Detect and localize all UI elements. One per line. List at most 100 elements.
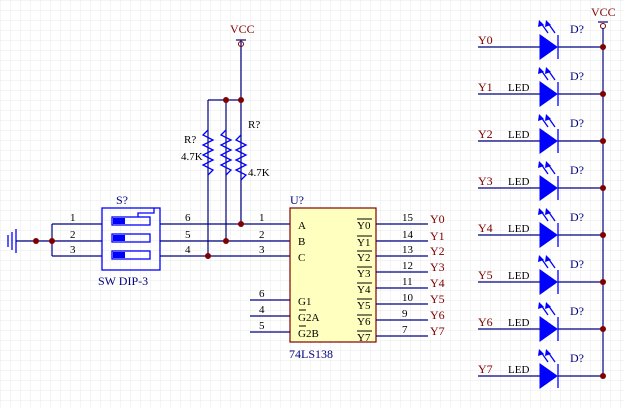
led[interactable]: Y1 D? LED (478, 67, 606, 107)
decoder-pin-name: Y7 (357, 332, 371, 344)
dip-pin-number: 2 (70, 229, 76, 241)
decoder-pin-number: 15 (402, 212, 414, 224)
led-name: LED (508, 176, 529, 188)
dip-pin-number: 1 (70, 212, 76, 224)
vcc-label: VCC (230, 22, 255, 36)
led-array: Y0D?Y1D?LEDY2D?LEDY3D?LEDY4D?LEDY5D?LEDY… (478, 20, 606, 389)
decoder-pin-name: G1 (298, 296, 311, 308)
led-name: LED (508, 364, 529, 376)
dip-pin-number: 4 (185, 244, 191, 256)
junction-dot (205, 253, 211, 259)
led-name: LED (508, 223, 529, 235)
decoder-pin-name: A (298, 220, 306, 232)
dip-switch-name: SW DIP-3 (98, 274, 148, 288)
output-net-label: Y5 (430, 292, 445, 306)
led[interactable]: Y4 D? LED (478, 208, 606, 248)
led[interactable]: Y6 D? LED (478, 302, 606, 342)
junction-dot (600, 232, 606, 238)
junction-dot (49, 238, 55, 244)
dip-switch-left-wiring (33, 223, 102, 257)
decoder-pin-name: Y0 (357, 220, 371, 232)
output-net-label: Y0 (430, 212, 445, 226)
led-name: LED (508, 270, 529, 282)
output-net-label: Y2 (430, 244, 445, 258)
decoder-designator: U? (290, 193, 304, 207)
output-net-label: Y4 (430, 276, 445, 290)
led[interactable]: Y3 D? LED (478, 161, 606, 201)
resistor-r1[interactable] (201, 129, 215, 176)
decoder-chip[interactable] (289, 207, 377, 343)
led-net-label: Y5 (478, 268, 493, 282)
led[interactable]: Y7 D? LED (478, 349, 606, 389)
decoder-pin-name: Y1 (357, 237, 370, 249)
decoder-pin-name: G2A (298, 312, 319, 324)
junction-dot (600, 44, 606, 50)
junction-dot (600, 279, 606, 285)
junction-dot (238, 97, 244, 103)
decoder-pin-number: 9 (402, 308, 408, 320)
resistor-designator: R? (184, 134, 196, 146)
led-designator: D? (570, 257, 584, 271)
decoder-pin-number: 2 (259, 229, 265, 241)
dip-pin-number: 5 (185, 229, 191, 241)
decoder-pin-name: G2B (298, 328, 319, 340)
led-name: LED (508, 129, 529, 141)
dip-pin-number: 3 (70, 244, 76, 256)
decoder-pin-name: Y5 (357, 300, 371, 312)
decoder-pin-number: 1 (259, 212, 265, 224)
led-net-label: Y1 (478, 80, 493, 94)
vcc-symbol-leds (598, 21, 608, 377)
led[interactable]: Y5 D? LED (478, 255, 606, 295)
dip-pin-number: 6 (185, 212, 191, 224)
led-net-label: Y7 (478, 362, 493, 376)
led-net-label: Y3 (478, 174, 493, 188)
resistor-r2[interactable] (219, 129, 233, 176)
decoder-name: 74LS138 (289, 347, 333, 361)
led[interactable]: Y0 D? (478, 20, 606, 60)
decoder-pin-number: 13 (402, 244, 414, 256)
junction-dot (600, 91, 606, 97)
led[interactable]: Y2 D? LED (478, 114, 606, 154)
dip-switch[interactable] (101, 207, 161, 271)
decoder-pin-name: Y6 (357, 316, 371, 328)
junction-dot (600, 185, 606, 191)
led-name: LED (508, 82, 529, 94)
output-net-label: Y3 (430, 260, 445, 274)
switch-to-decoder-wires (160, 40, 290, 259)
led-name: LED (508, 317, 529, 329)
led-net-label: Y0 (478, 33, 493, 47)
decoder-pin-name: B (298, 236, 305, 248)
decoder-pin-number: 3 (259, 244, 265, 256)
decoder-pin-name: Y2 (357, 252, 370, 264)
output-net-label: Y6 (430, 308, 445, 322)
junction-dot (223, 238, 229, 244)
resistor-r3[interactable] (234, 134, 248, 181)
dip-switch-designator: S? (116, 193, 128, 207)
led-designator: D? (570, 163, 584, 177)
decoder-pin-name: C (298, 252, 305, 264)
output-net-label: Y7 (430, 324, 445, 338)
led-designator: D? (570, 304, 584, 318)
junction-dot (600, 138, 606, 144)
led-designator: D? (570, 351, 584, 365)
decoder-pin-number: 6 (259, 288, 265, 300)
enable-pin-wires (250, 299, 290, 333)
resistor-value: 4.7K (181, 151, 203, 163)
vcc-symbol-resistors (236, 39, 246, 47)
led-designator: D? (570, 22, 584, 36)
led-designator: D? (570, 116, 584, 130)
led-net-label: Y6 (478, 315, 493, 329)
junction-dot (238, 221, 244, 227)
decoder-pin-number: 10 (402, 292, 414, 304)
led-net-label: Y2 (478, 127, 493, 141)
junction-dot (223, 97, 229, 103)
led-designator: D? (570, 69, 584, 83)
resistor-designator: R? (248, 119, 260, 131)
led-net-label: Y4 (478, 221, 493, 235)
resistor-value: 4.7K (248, 167, 270, 179)
led-designator: D? (570, 210, 584, 224)
decoder-pin-number: 5 (259, 320, 265, 332)
decoder-pin-number: 14 (402, 229, 414, 241)
